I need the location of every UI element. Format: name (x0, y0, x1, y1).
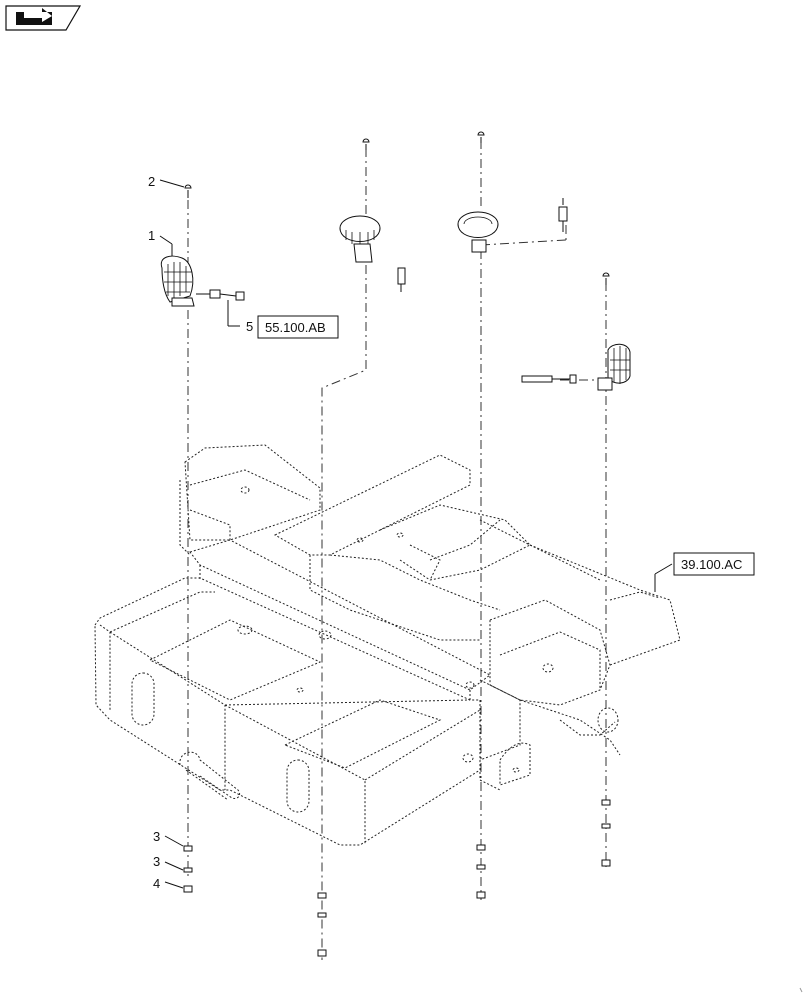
connector-icon (558, 198, 568, 232)
callout-5[interactable]: 5 (246, 319, 253, 334)
bolt-icon (602, 272, 610, 285)
harness-icon (196, 289, 245, 301)
work-lamp-left[interactable] (160, 255, 195, 307)
harness-icon (521, 374, 577, 384)
washer-icon (183, 867, 193, 873)
nut-icon (476, 891, 486, 899)
nut-icon (183, 845, 193, 852)
reference-box-55-100-ab[interactable]: 55.100.AB (257, 315, 339, 339)
nut-icon (601, 799, 611, 806)
reference-box-39-100-ac[interactable]: 39.100.AC (673, 552, 755, 576)
bolt-icon (184, 184, 192, 198)
reference-label: 39.100.AC (681, 557, 742, 572)
washer-icon (476, 864, 486, 870)
hardware-parts (183, 131, 611, 957)
callout-3-lower[interactable]: 3 (153, 854, 160, 869)
nut-icon (601, 859, 611, 867)
callout-leaders (159, 179, 673, 889)
washer-icon (317, 912, 327, 918)
work-lamp-front-left[interactable] (339, 215, 381, 263)
nut-icon (183, 885, 193, 893)
frame-assembly (94, 444, 681, 846)
nut-icon (317, 949, 327, 957)
nut-icon (476, 844, 486, 851)
callout-2[interactable]: 2 (148, 174, 155, 189)
bolt-icon (362, 138, 370, 150)
bolt-icon (477, 131, 485, 143)
callout-1[interactable]: 1 (148, 228, 155, 243)
assembly-center-lines (187, 140, 607, 960)
reference-label: 55.100.AB (265, 320, 326, 335)
corner-mark (799, 987, 803, 993)
nut-icon (317, 892, 327, 899)
callout-3-upper[interactable]: 3 (153, 829, 160, 844)
book-arrow-icon[interactable] (5, 5, 82, 31)
work-lamp-right[interactable] (597, 343, 631, 391)
work-lamp-front-right[interactable] (457, 211, 499, 253)
callout-4[interactable]: 4 (153, 876, 160, 891)
washer-icon (601, 823, 611, 829)
connector-icon (397, 267, 406, 292)
